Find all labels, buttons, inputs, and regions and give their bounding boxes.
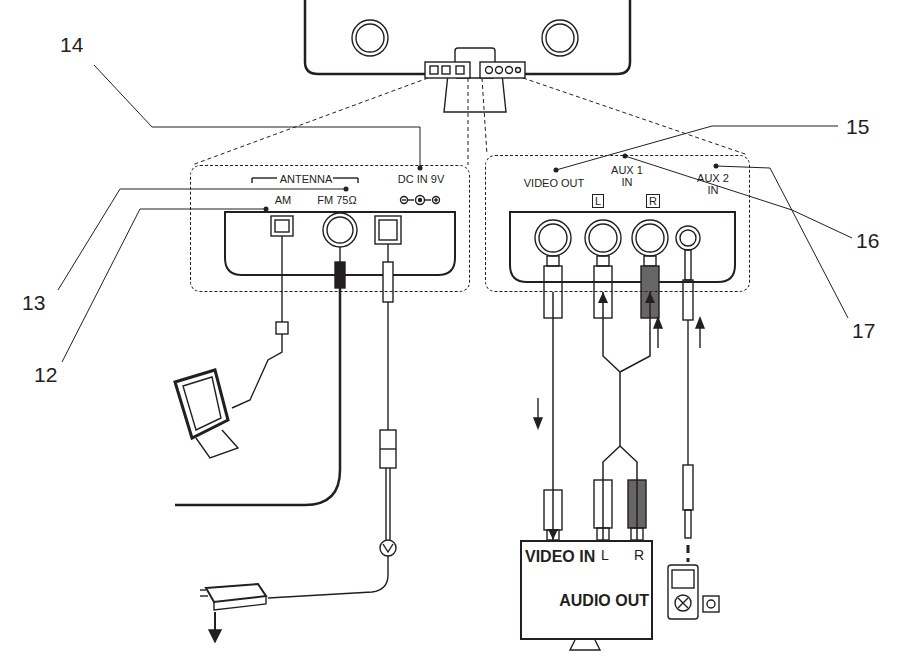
port-label: AUX 1 IN [607, 164, 647, 188]
port-label: AM [275, 194, 292, 206]
callout-number: 15 [846, 116, 869, 137]
callout-number: 12 [34, 364, 57, 385]
cable [598, 292, 655, 540]
connector-panel: VIDEO OUT AUX 1 INL R AUX 2 IN [485, 155, 750, 292]
port-label: R [634, 548, 644, 563]
port-label: FM 75Ω [317, 194, 356, 206]
port-label: DC IN 9V [398, 173, 444, 185]
connector-panel: ANTENNA AM FM 75Ω DC IN 9V [190, 165, 470, 292]
callout-number: 13 [22, 292, 45, 313]
callout-number: 17 [852, 320, 875, 341]
port-label: ANTENNA [280, 173, 333, 185]
port-label: L [601, 548, 609, 563]
callout-number: 16 [856, 230, 879, 251]
port-label: VIDEO IN [525, 548, 595, 566]
tv-set: VIDEO IN L R AUDIO OUT [520, 540, 653, 640]
callout-number: 14 [60, 34, 83, 55]
cable [548, 292, 558, 540]
port-label: AUDIO OUT [559, 592, 649, 610]
port-label: VIDEO OUT [524, 177, 585, 189]
port-label: R [646, 194, 660, 208]
port-label: L [592, 194, 604, 208]
port-label: AUX 2 IN [695, 172, 731, 196]
